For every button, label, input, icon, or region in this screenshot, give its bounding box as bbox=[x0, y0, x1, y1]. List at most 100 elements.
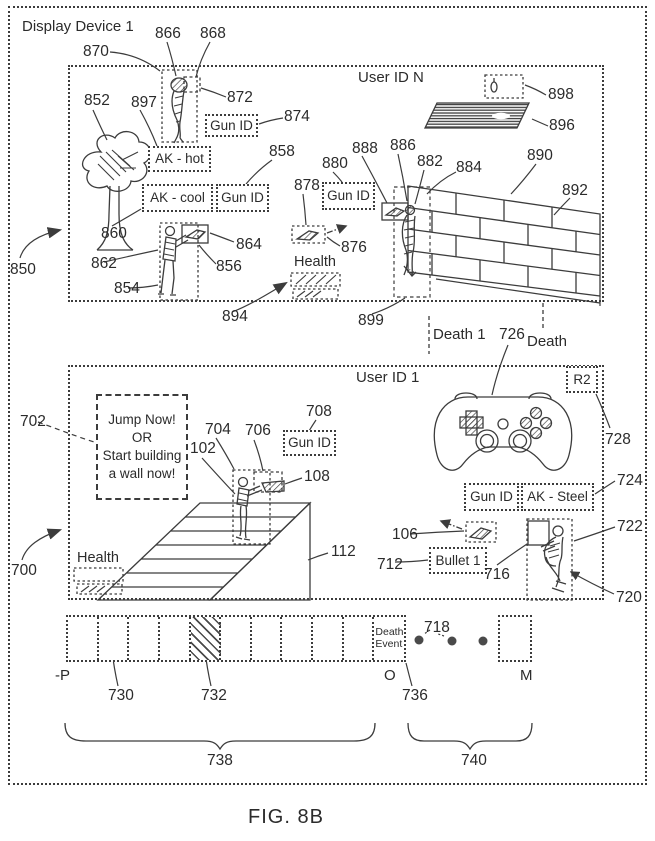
keyboard-icon bbox=[423, 102, 531, 129]
ak-steel-box: AK - Steel bbox=[521, 483, 594, 511]
ref-874: 874 bbox=[284, 108, 310, 125]
ref-732: 732 bbox=[201, 687, 227, 704]
timeline-marker-o: O bbox=[384, 667, 396, 684]
ref-702: 702 bbox=[20, 413, 46, 430]
hint-line-2: OR bbox=[131, 429, 153, 445]
death-event-line-2: Event bbox=[375, 637, 403, 650]
tree-drawing bbox=[81, 131, 151, 251]
ref-894: 894 bbox=[222, 308, 248, 325]
ref-880: 880 bbox=[322, 155, 348, 172]
ref-854: 854 bbox=[114, 280, 140, 297]
standing-player-drawing bbox=[158, 222, 209, 301]
ref-724: 724 bbox=[617, 472, 643, 489]
ref-106: 106 bbox=[392, 526, 418, 543]
ref-718: 718 bbox=[424, 619, 450, 636]
timeline-cell bbox=[129, 617, 160, 660]
ramp-player-drawing bbox=[232, 469, 285, 545]
ref-704: 704 bbox=[205, 421, 231, 438]
ref-716: 716 bbox=[484, 566, 510, 583]
health-bars-top bbox=[290, 272, 341, 300]
ref-899: 899 bbox=[358, 312, 384, 329]
health-label-bottom: Health bbox=[77, 550, 119, 566]
timeline-ellipsis-dots bbox=[414, 635, 488, 646]
timeline-cell bbox=[313, 617, 344, 660]
timeline-cell bbox=[344, 617, 375, 660]
crouch-player-drawing bbox=[526, 518, 573, 601]
death-event-line-1: Death bbox=[375, 626, 404, 639]
display-device-label: Display Device 1 bbox=[22, 18, 134, 35]
ref-852: 852 bbox=[84, 92, 110, 109]
timeline-marker-m: M bbox=[520, 667, 533, 684]
timeline-cell bbox=[282, 617, 314, 660]
health-label-top: Health bbox=[294, 254, 336, 270]
ref-700: 700 bbox=[11, 562, 37, 579]
ref-738: 738 bbox=[207, 752, 233, 769]
ref-886: 886 bbox=[390, 137, 416, 154]
ref-897: 897 bbox=[131, 94, 157, 111]
timeline-marker-p: -P bbox=[55, 667, 70, 684]
timeline-cell-death-event: Death Event bbox=[374, 617, 404, 660]
ref-720: 720 bbox=[616, 589, 642, 606]
ref-112: 112 bbox=[331, 543, 356, 560]
r2-button-box: R2 bbox=[566, 366, 598, 393]
user-id-n-label: User ID N bbox=[358, 69, 424, 86]
timeline-cell bbox=[160, 617, 191, 660]
ref-882: 882 bbox=[417, 153, 443, 170]
ref-898: 898 bbox=[548, 86, 574, 103]
game-controller-icon bbox=[433, 392, 573, 471]
brace-740 bbox=[407, 722, 533, 751]
upper-game-screen bbox=[68, 65, 604, 302]
ref-864: 864 bbox=[236, 236, 262, 253]
hint-line-1: Jump Now! bbox=[108, 411, 176, 427]
user-id-1-label: User ID 1 bbox=[356, 369, 420, 386]
brace-738 bbox=[64, 722, 376, 751]
bullet1-box: Bullet 1 bbox=[429, 547, 487, 574]
ref-872: 872 bbox=[227, 89, 253, 106]
ref-102: 102 bbox=[190, 440, 216, 457]
falling-player-drawing bbox=[161, 69, 201, 144]
ref-884: 884 bbox=[456, 159, 482, 176]
figure-caption: FIG. 8B bbox=[248, 806, 324, 828]
ref-730: 730 bbox=[108, 687, 134, 704]
timeline-cell-m bbox=[498, 615, 532, 662]
ref-708: 708 bbox=[306, 403, 332, 420]
ref-736: 736 bbox=[402, 687, 428, 704]
ref-722: 722 bbox=[617, 518, 643, 535]
death1-label: Death 1 bbox=[433, 326, 486, 343]
ref-896: 896 bbox=[549, 117, 575, 134]
ref-862: 862 bbox=[91, 255, 117, 272]
gun-id-box-880: Gun ID bbox=[322, 182, 375, 210]
timeline-cell bbox=[68, 617, 99, 660]
ref-860: 860 bbox=[101, 225, 127, 242]
brick-wall-drawing bbox=[393, 185, 601, 306]
ref-856: 856 bbox=[216, 258, 242, 275]
ref-890: 890 bbox=[527, 147, 553, 164]
figure-outer-border bbox=[8, 6, 647, 785]
timeline-cell bbox=[252, 617, 283, 660]
ref-706: 706 bbox=[245, 422, 271, 439]
action-buttons-icon bbox=[519, 406, 553, 440]
ref-868: 868 bbox=[200, 25, 226, 42]
ref-740: 740 bbox=[461, 752, 487, 769]
ref-870: 870 bbox=[83, 43, 109, 60]
gun-id-box-708: Gun ID bbox=[283, 430, 336, 456]
hint-line-3: Start building bbox=[102, 448, 182, 463]
ref-858: 858 bbox=[269, 143, 295, 160]
ref-892: 892 bbox=[562, 182, 588, 199]
gun-id-box-716: Gun ID bbox=[464, 483, 519, 511]
ak-hot-box: AK - hot bbox=[148, 146, 211, 172]
bullet-icon-106 bbox=[439, 519, 497, 543]
bullet-icon-876 bbox=[291, 224, 348, 244]
ref-850: 850 bbox=[10, 261, 36, 278]
ref-878: 878 bbox=[294, 177, 320, 194]
timeline-cell-hatched bbox=[190, 617, 222, 660]
ref-888: 888 bbox=[352, 140, 378, 157]
ref-108: 108 bbox=[304, 468, 330, 485]
ref-728: 728 bbox=[605, 431, 631, 448]
timeline-cell bbox=[221, 617, 252, 660]
hint-text-box: Jump Now! OR Start building a wall now! bbox=[96, 394, 188, 500]
timeline-cell bbox=[99, 617, 130, 660]
lower-game-screen bbox=[68, 365, 604, 600]
